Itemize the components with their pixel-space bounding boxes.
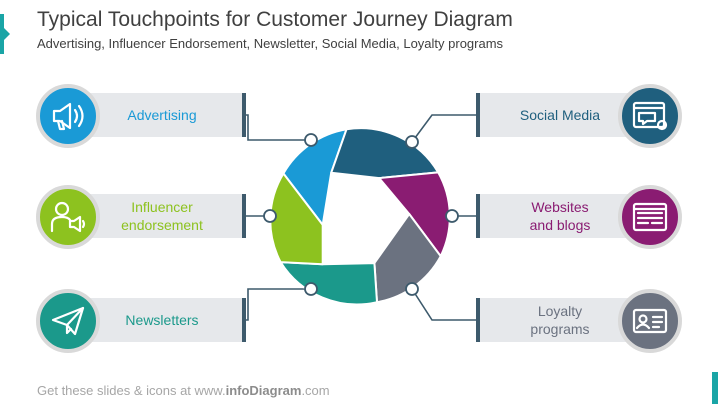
segment-social-media — [330, 127, 440, 180]
right-accent-bar — [712, 372, 718, 404]
footer-brand: infoDiagram — [225, 383, 302, 398]
dot-loyalty — [405, 282, 419, 296]
website-layout-icon — [618, 185, 682, 249]
dot-social-media — [405, 135, 419, 149]
connector-advertising — [242, 114, 311, 141]
dot-advertising — [304, 133, 318, 147]
footer-credit: Get these slides & icons at www.infoDiag… — [37, 383, 330, 398]
megaphone-icon — [36, 84, 100, 148]
segment-newsletters — [279, 261, 378, 306]
touchpoint-label: Loyalty programs — [530, 303, 590, 337]
connector-loyalty — [411, 288, 476, 321]
dot-newsletters — [304, 282, 318, 296]
paper-plane-icon — [36, 289, 100, 353]
dot-influencer — [263, 209, 277, 223]
touchpoint-label: Advertising — [127, 107, 197, 123]
dot-websites — [445, 209, 459, 223]
touchpoint-loyalty: Loyalty programs — [476, 298, 640, 342]
touchpoint-label: Newsletters — [125, 312, 199, 328]
touchpoint-advertising: Advertising — [82, 93, 246, 137]
connector-social-media — [411, 114, 476, 143]
page-title: Typical Touchpoints for Customer Journey… — [37, 8, 513, 31]
id-card-icon — [618, 289, 682, 353]
footer-suffix: .com — [301, 383, 330, 398]
touchpoint-influencer: Influencer endorsement — [82, 194, 246, 238]
touchpoint-label: Influencer endorsement — [121, 199, 203, 233]
touchpoint-websites: Websites and blogs — [476, 194, 640, 238]
touchpoint-social-media: Social Media — [476, 93, 640, 137]
connector-newsletters — [242, 288, 311, 321]
left-accent-bar — [0, 14, 10, 54]
influencer-speaker-icon — [36, 185, 100, 249]
page-subtitle: Advertising, Influencer Endorsement, New… — [37, 36, 504, 51]
touchpoint-label: Websites and blogs — [529, 199, 591, 233]
browser-chat-icon — [618, 84, 682, 148]
footer-prefix: Get these slides & icons at www. — [37, 383, 226, 398]
touchpoint-newsletters: Newsletters — [82, 298, 246, 342]
touchpoint-label: Social Media — [519, 107, 601, 123]
segment-influencer — [269, 172, 324, 266]
